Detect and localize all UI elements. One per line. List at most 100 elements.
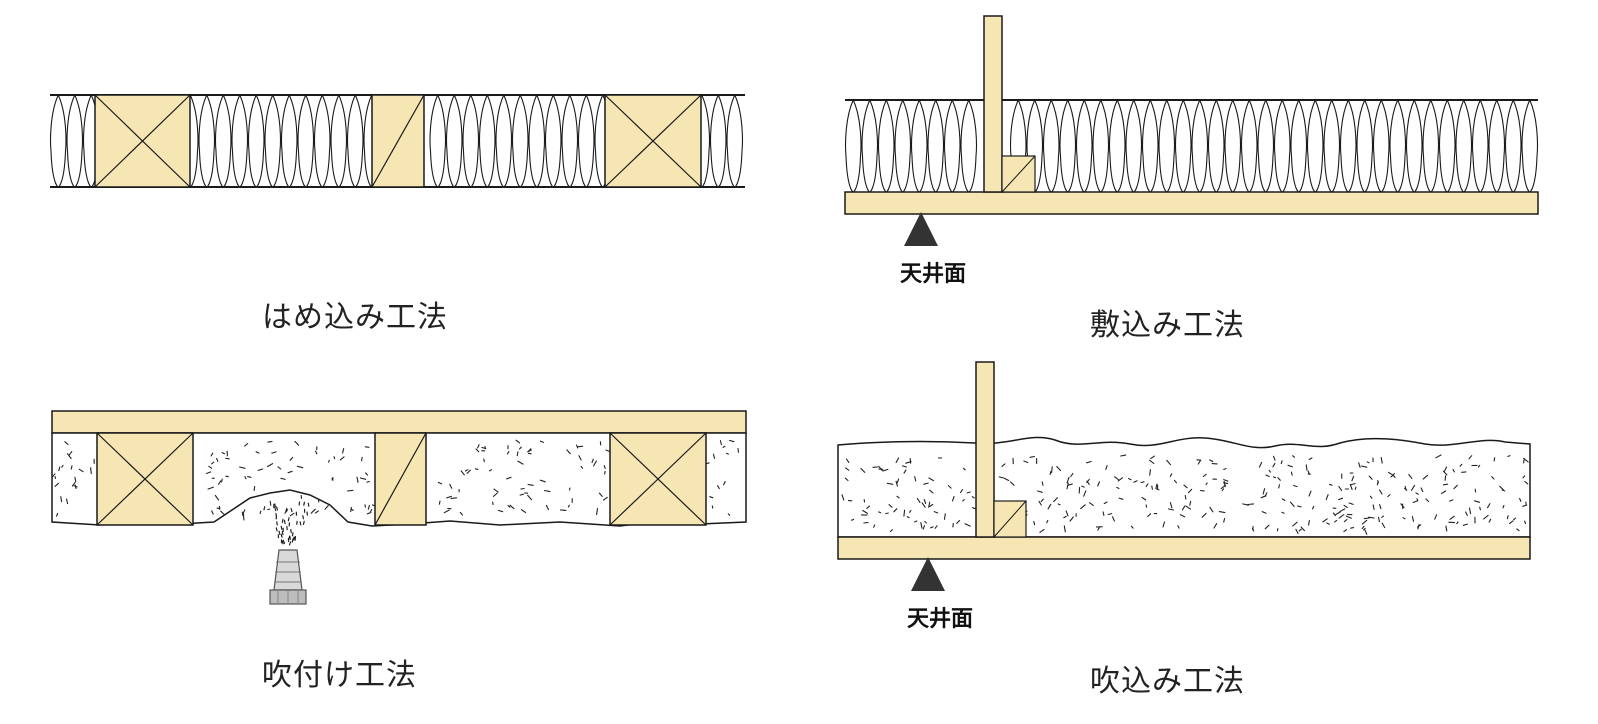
foam-speck (1277, 477, 1281, 481)
foam-speck (921, 502, 926, 508)
batt-lobe (1241, 98, 1258, 193)
batt-lobe (429, 93, 446, 188)
foam-speck (269, 500, 272, 506)
foam-speck (1308, 457, 1313, 461)
foam-speck (1066, 476, 1070, 484)
foam-speck (1083, 490, 1087, 497)
foam-speck (1065, 510, 1069, 517)
foam-speck (1338, 497, 1344, 501)
foam-speck (914, 476, 917, 482)
foam-speck (962, 498, 965, 502)
batt-lobe (1257, 98, 1274, 193)
foam-speck (1185, 505, 1192, 510)
foam-speck (359, 477, 367, 480)
foam-speck (1522, 475, 1526, 479)
foam-speck (1003, 477, 1010, 482)
foam-speck (1300, 526, 1305, 532)
foam-speck (1420, 487, 1424, 493)
foam-speck (1328, 483, 1333, 486)
batt-lobe (561, 93, 578, 188)
foam-speck (943, 513, 946, 520)
foam-speck (1325, 494, 1329, 501)
foam-speck (923, 498, 927, 505)
batt-lobe (1092, 98, 1109, 193)
foam-speck (527, 452, 532, 455)
batt-lobe (1109, 98, 1126, 193)
foam-speck (1140, 481, 1145, 484)
foam-speck (1292, 521, 1298, 527)
foam-speck (1487, 503, 1491, 509)
foam-speck (518, 446, 522, 450)
foam-speck (1449, 499, 1454, 502)
foam-speck (1080, 504, 1086, 510)
ceiling-surface-marker (911, 557, 945, 591)
foam-speck (845, 458, 850, 463)
caption-fukikomi: 吹込み工法 (1090, 664, 1245, 699)
spray-droplet (287, 517, 290, 522)
foam-speck (893, 508, 898, 513)
spray-droplet (275, 512, 278, 518)
foam-speck (719, 440, 722, 446)
foam-speck (543, 489, 551, 493)
spray-droplet (274, 503, 276, 508)
batt-lobe (1439, 98, 1456, 193)
foam-speck (1452, 468, 1455, 473)
foam-speck (1387, 471, 1392, 475)
foam-speck (928, 477, 935, 482)
foam-speck (1057, 503, 1061, 506)
foam-speck (244, 476, 247, 480)
foam-speck (1343, 518, 1348, 523)
spray-droplet (282, 539, 285, 545)
foam-speck (507, 504, 511, 508)
spray-droplet (291, 538, 294, 543)
foam-speck (1473, 500, 1481, 503)
foam-speck (1366, 461, 1370, 464)
foam-speck (443, 509, 450, 514)
batt-lobe (495, 93, 512, 188)
foam-speck (1381, 522, 1386, 529)
foam-speck (860, 467, 866, 473)
foam-speck (64, 441, 69, 446)
spray-droplet (283, 519, 286, 525)
foam-speck (567, 504, 570, 508)
foam-speck (296, 465, 304, 469)
spray-droplet (280, 533, 283, 538)
stud-cross-right (604, 94, 702, 188)
foam-speck (1425, 498, 1430, 503)
foam-speck (1361, 519, 1368, 525)
foam-speck (928, 501, 931, 508)
foam-speck (1258, 461, 1263, 468)
foam-speck (1102, 511, 1105, 517)
foam-speck (1307, 470, 1311, 475)
foam-speck (1465, 511, 1468, 516)
foam-speck (914, 520, 918, 523)
foam-speck (1322, 518, 1328, 523)
batt-lobe (1208, 98, 1225, 193)
foam-speck (1468, 507, 1472, 515)
batt-lobe (1389, 98, 1406, 193)
foam-speck (520, 509, 527, 514)
batt-lobe (1076, 98, 1093, 193)
foam-speck (54, 482, 60, 487)
batt-lobe (1505, 98, 1522, 193)
foam-speck (1368, 475, 1373, 480)
foam-speck (61, 464, 64, 468)
foam-texture (52, 439, 739, 521)
foam-speck (1047, 503, 1052, 510)
foam-speck (214, 494, 220, 501)
foam-speck (1338, 513, 1345, 519)
foam-speck (1197, 460, 1201, 465)
batt-lobe (1158, 98, 1175, 193)
batt-lobe (1125, 98, 1142, 193)
foam-speck (1516, 528, 1520, 532)
foam-speck (1221, 488, 1225, 492)
foam-speck (366, 511, 372, 515)
foam-speck (497, 509, 504, 513)
foam-speck (1312, 505, 1315, 510)
foam-speck (207, 486, 214, 490)
foam-speck (916, 497, 921, 503)
foam-speck (520, 487, 525, 490)
foam-speck (1023, 460, 1029, 464)
foam-speck (1348, 502, 1354, 505)
